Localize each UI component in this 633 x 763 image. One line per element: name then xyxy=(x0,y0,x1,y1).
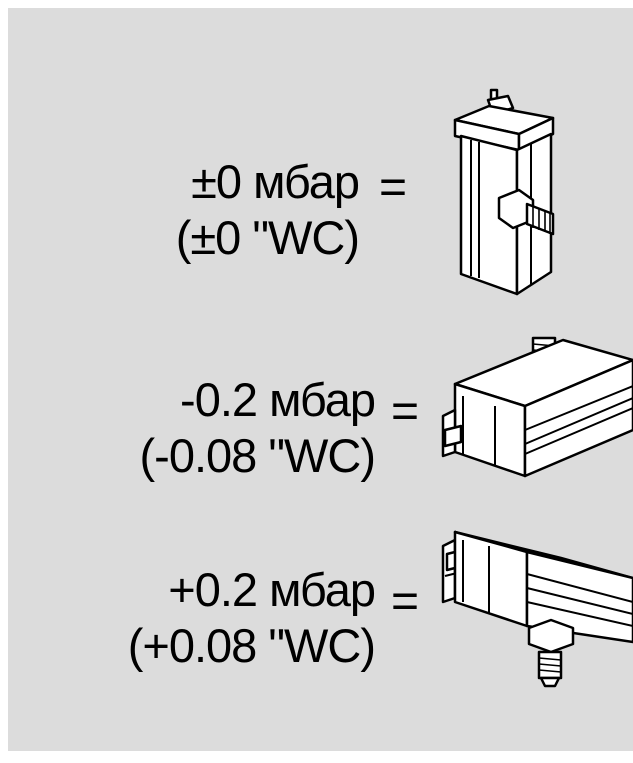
row1-wc-label: (±0 "WC) xyxy=(175,211,360,264)
row3-wc-label: (+0.08 "WC) xyxy=(127,619,376,672)
row2-mbar-label: -0.2 мбар xyxy=(180,373,376,426)
row3-equals-sign: = xyxy=(391,575,420,628)
row1-mbar-label: ±0 мбар xyxy=(191,155,360,208)
row2-wc-label: (-0.08 "WC) xyxy=(139,429,376,482)
row3-mbar-label: +0.2 мбар xyxy=(168,563,376,616)
switch-vertical-icon xyxy=(453,88,555,296)
switch-horizontal-screw-down-icon xyxy=(441,530,633,688)
row1-equals-sign: = xyxy=(379,161,408,214)
switch-horizontal-screw-up-icon xyxy=(441,336,633,478)
row2-equals-sign: = xyxy=(391,385,420,438)
diagram-panel: ±0 мбар = (±0 "WC) -0.2 мбар = (-0.08 "W… xyxy=(8,8,633,751)
